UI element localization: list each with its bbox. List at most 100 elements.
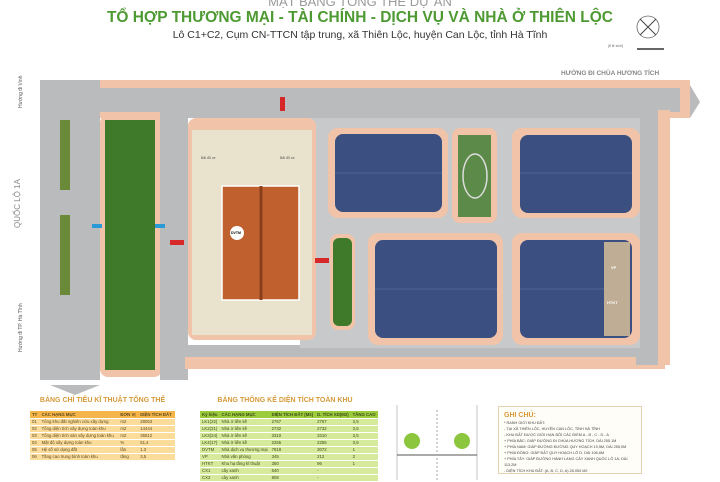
table-cell: Hệ số sử dụng đất (39, 446, 119, 454)
table-cell: 1 (350, 460, 378, 468)
table-cell: LK4(17) (200, 439, 220, 447)
table-cell: 2 (350, 453, 378, 461)
table-cell: 345 (269, 453, 316, 461)
table-cell: 212 (315, 453, 351, 461)
table-cell: VP (200, 453, 220, 461)
table-cell: 96 (315, 460, 351, 468)
dimension-tag (155, 224, 165, 228)
tree-icon (454, 433, 470, 449)
httkt-label: HTKT (607, 300, 618, 305)
direction-south-label: Hướng đi TP. Hà Tĩnh (18, 303, 24, 352)
south-arrow-icon (50, 385, 100, 395)
table-cell: m2 (118, 425, 139, 433)
table-cell: DIỆN TÍCH ĐẤT (138, 411, 175, 419)
table-cell: 05 (30, 446, 40, 454)
table-cell (350, 467, 378, 475)
table-cell: 3310 (315, 432, 351, 440)
note-line: - KHU ĐẤT ĐƯỢC GIỚI HẠN BỞI CÁC ĐIỂM A -… (504, 433, 609, 437)
table-cell: 2732 (269, 425, 316, 433)
table-cell: Khu hạ tầng kĩ thuật (219, 460, 270, 468)
table-cell: DVTM (200, 446, 220, 454)
table-cell: % (118, 439, 139, 447)
table-cell: Nhà ở liền kề (219, 425, 270, 433)
compass-icon (636, 15, 664, 50)
table-cell: lần (118, 446, 139, 454)
table-cell: DIỆN TÍCH ĐẤT (M2) (269, 411, 316, 419)
table-cell: 03 (30, 432, 40, 440)
table-cell: Mật độ xây dựng toàn khu (39, 439, 119, 447)
table-cell: ĐƠN VỊ (118, 411, 139, 419)
table-cell: Nhà ở liền kề (219, 418, 270, 426)
table-cell: 3,5 (350, 432, 378, 440)
dvtm-label: DVTM (231, 231, 241, 235)
table-cell: 3072 (315, 446, 351, 454)
table-cell: 1 (350, 446, 378, 454)
note-line: + PHÍA BẮC: GIÁP ĐƯỜNG ĐI CHÙA HƯƠNG TÍC… (504, 439, 617, 443)
parking-label: Bãi đỗ xe (280, 156, 295, 160)
page-title: TỔ HỢP THƯƠNG MẠI - TÀI CHÍNH - DỊCH VỤ … (106, 9, 614, 26)
road-cross-section (396, 405, 478, 480)
scale-label: (tỉ lệ xích) (608, 44, 624, 48)
table-cell: 2767 (269, 418, 316, 426)
table-cell: Nhà văn phòng (219, 453, 270, 461)
table-cell: 04 (30, 439, 40, 447)
table-cell: 2767 (315, 418, 351, 426)
table-cell: 36512 (138, 432, 175, 440)
mid-table-title: BẢNG THỐNG KÊ DIỆN TÍCH TOÀN KHU (217, 397, 353, 404)
table-cell: cây xanh (219, 467, 270, 475)
notes-title: GHI CHÚ: (504, 412, 536, 419)
table-cell: 06 (30, 453, 40, 461)
table-cell: 51,4 (138, 439, 175, 447)
table-cell: Nhà ở liền kề (219, 432, 270, 440)
note-line: + PHÍA ĐÔNG: GIÁP ĐẤT QUY HOẠCH LÔ D, DÀ… (504, 451, 605, 455)
table-cell: m2 (118, 418, 139, 426)
vp-httkt-plot (604, 242, 630, 336)
site-plan (40, 80, 700, 395)
highway-label: QUỐC LỘ 1A (13, 179, 22, 228)
compass: (tỉ lệ xích) (608, 12, 666, 52)
table-cell: LK3(24) (200, 432, 220, 440)
dimension-tag (170, 240, 184, 245)
dvtm-marker (230, 226, 244, 240)
table-cell: D. TÍCH XD(M2) (315, 411, 351, 419)
note-line: - DIỆN TÍCH KHU ĐẤT: (A, B, C, D, A) 28.… (504, 469, 588, 473)
table-cell: 350 (269, 460, 316, 468)
table-cell: tầng (118, 453, 139, 461)
tree-icon (404, 433, 420, 449)
parking-label: Bãi đỗ xe (201, 156, 216, 160)
table-cell: 3,5 (138, 453, 175, 461)
table-cell: 2732 (315, 425, 351, 433)
pre-title: MẶT BẰNG TỔNG THỂ DỰ ÁN (268, 0, 452, 9)
table-cell: Nhà dịch vụ thương mại (219, 446, 270, 454)
table-cell: 7818 (269, 446, 316, 454)
table-cell: m2 (118, 432, 139, 440)
table-cell: CÁC HẠNG MỤC (219, 411, 270, 419)
table-cell: 3,5 (350, 425, 378, 433)
park-cx (105, 120, 155, 370)
notes-box: GHI CHÚ: * RANH GIỚI KHU ĐẤT:- TẠI XÃ TH… (498, 406, 642, 474)
note-line: - TẠI XÃ THIÊN LỘC, HUYỆN CAN LỘC, TỈNH … (504, 427, 600, 431)
table-cell: Tổng diện tích sàn xây dựng toàn khu (39, 432, 119, 440)
green-strip-cx2 (333, 238, 352, 326)
table-cell: Tầng cao trung bình toàn khu (39, 453, 119, 461)
table-cell: LK2(21) (200, 425, 220, 433)
dimension-tag (315, 258, 329, 263)
page-subtitle: Lô C1+C2, Cụm CN-TTCN tập trung, xã Thiê… (172, 29, 548, 41)
table-cell: Ký hiệu (200, 411, 220, 419)
table-cell: 14444 (138, 425, 175, 433)
block-lk2 (520, 135, 632, 213)
table-cell: 28053 (138, 418, 175, 426)
